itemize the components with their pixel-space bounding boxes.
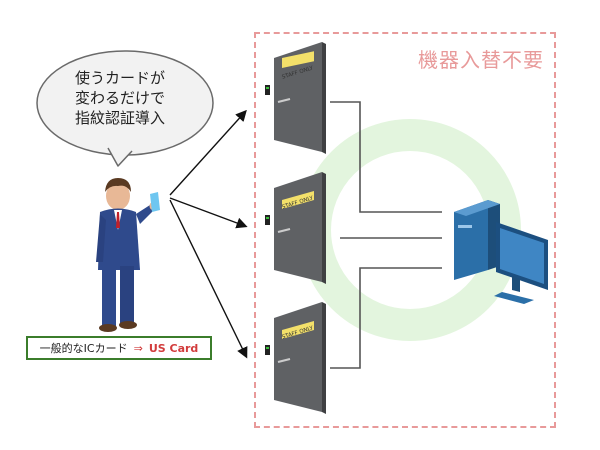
caption-arrow: ⇒	[133, 341, 143, 355]
door-icon: STAFF ONLY	[265, 302, 326, 414]
speech-bubble-text: 使うカードが 変わるだけで 指紋認証導入	[55, 68, 185, 128]
fingerprint-reader	[265, 85, 270, 95]
door-icon: STAFF ONLY	[265, 172, 326, 284]
speech-line: 指紋認証導入	[74, 109, 165, 127]
speech-line: 変わるだけで	[74, 89, 165, 107]
no-replacement-region: 機器入替不要	[254, 32, 556, 428]
arrows	[169, 109, 248, 359]
speech-line: 使うカードが	[74, 69, 165, 87]
computer-icon	[454, 200, 548, 304]
speech-bubble	[36, 50, 214, 167]
connection-line-bottom	[330, 267, 442, 369]
arrow-icon	[169, 197, 248, 229]
fingerprint-reader	[265, 345, 270, 355]
arrow-icon	[169, 109, 247, 196]
arrow-icon	[169, 199, 248, 359]
card-caption: 一般的なICカード ⇒ US Card	[26, 336, 212, 360]
region-label: 機器入替不要	[418, 48, 544, 72]
connection-line-top	[330, 101, 442, 213]
old-card-label: 一般的なICカード	[39, 342, 128, 355]
fingerprint-reader	[265, 215, 270, 225]
new-card-label: US Card	[148, 341, 199, 355]
person-icon	[96, 178, 160, 332]
door-icon: STAFF ONLY	[265, 42, 326, 154]
connection-lines	[330, 101, 442, 369]
